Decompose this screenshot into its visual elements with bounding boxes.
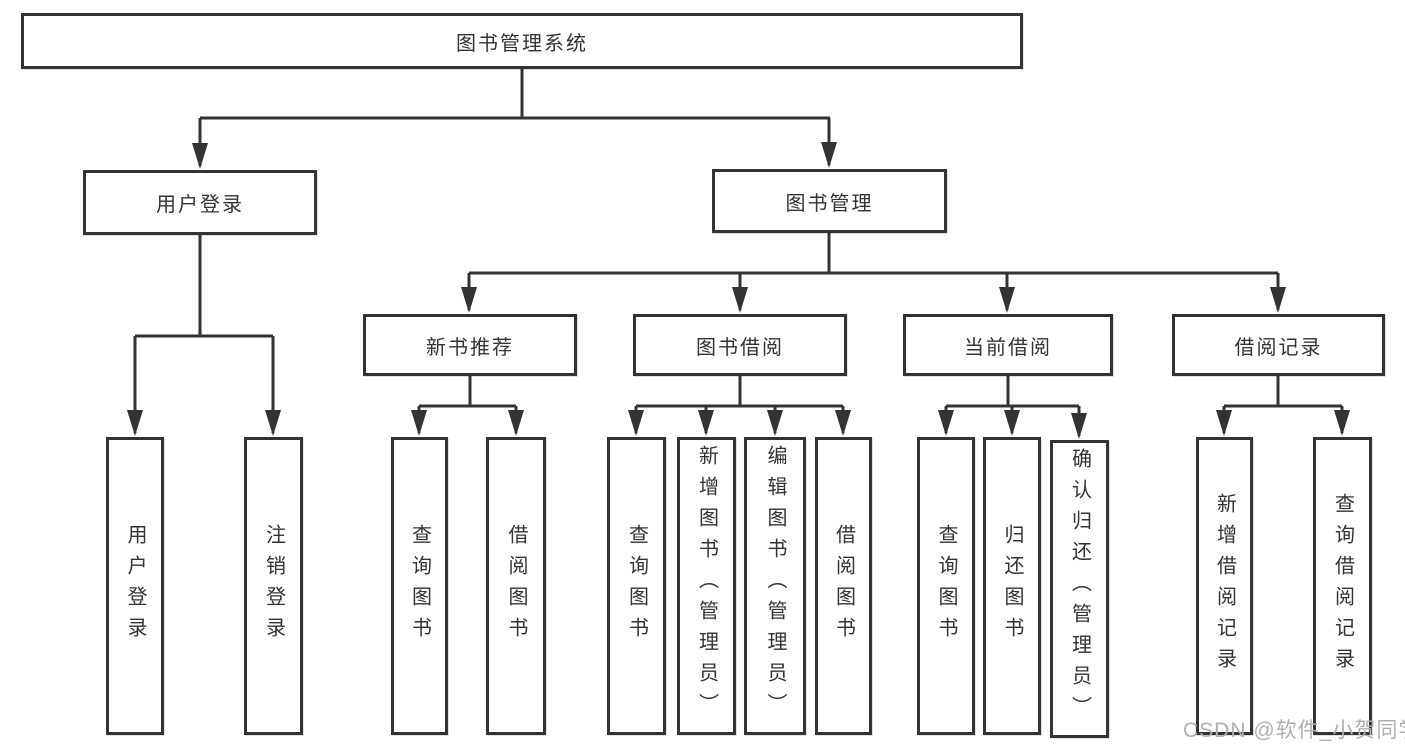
node-borrowing-records: 借阅记录: [1172, 314, 1385, 376]
node-new-book-recommendation: 新书推荐: [363, 314, 577, 376]
node-label: 当前借阅: [964, 336, 1052, 359]
leaf-label: 新增图书（管理员）: [695, 445, 718, 724]
leaf-label: 查询图书: [935, 524, 957, 648]
node-current-borrowing: 当前借阅: [903, 314, 1113, 376]
connector-user-login-leaves: [127, 235, 281, 436]
leaf-label: 用户登录: [124, 524, 146, 648]
node-label: 新书推荐: [426, 336, 514, 359]
leaf-confirm-return-admin: 确认归还（管理员）: [1050, 440, 1109, 738]
leaf-query-books-newbook: 查询图书: [391, 437, 448, 735]
leaf-label: 注销登录: [262, 524, 285, 648]
leaf-query-borrow-record: 查询借阅记录: [1313, 437, 1372, 735]
leaf-label: 查询借阅记录: [1331, 493, 1354, 679]
connector-borrow-record-leaves: [1216, 376, 1350, 436]
leaf-add-books-admin: 新增图书（管理员）: [677, 437, 736, 735]
connector-current-borrow-leaves: [938, 376, 1087, 439]
leaf-label: 归还图书: [1001, 524, 1023, 648]
leaf-label: 新增借阅记录: [1213, 493, 1236, 679]
node-library-management-system: 图书管理系统: [21, 13, 1023, 69]
connector-book-mgmt-to-level3: [461, 233, 1286, 313]
leaf-borrow-books-newbook: 借阅图书: [486, 437, 546, 735]
connector-root-to-branches: [192, 69, 837, 169]
node-label: 用户登录: [156, 194, 244, 216]
leaf-edit-books-admin: 编辑图书（管理员）: [744, 437, 806, 735]
node-label: 图书管理系统: [456, 32, 588, 55]
node-book-borrowing: 图书借阅: [633, 314, 847, 376]
leaf-label: 查询图书: [408, 524, 431, 648]
leaf-logout-login: 注销登录: [244, 437, 303, 735]
csdn-watermark: CSDN @软件_小贺同学: [1183, 719, 1405, 742]
leaf-add-borrow-record: 新增借阅记录: [1196, 437, 1253, 735]
connector-book-borrow-leaves: [628, 376, 851, 436]
node-label: 图书借阅: [696, 336, 784, 359]
leaf-label: 借阅图书: [832, 524, 855, 648]
leaf-borrow-books-borrowing: 借阅图书: [815, 437, 872, 735]
node-label: 借阅记录: [1234, 336, 1323, 359]
leaf-label: 确认归还（管理员）: [1068, 448, 1091, 727]
leaf-label: 查询图书: [625, 524, 648, 648]
leaf-user-login: 用户登录: [106, 437, 164, 735]
leaf-return-books: 归还图书: [983, 437, 1041, 735]
connector-new-book-leaves: [411, 376, 524, 436]
node-label: 图书管理: [785, 192, 874, 215]
leaf-query-books-current: 查询图书: [917, 437, 975, 735]
leaf-label: 编辑图书（管理员）: [764, 445, 786, 724]
leaf-label: 借阅图书: [505, 524, 527, 648]
node-user-login: 用户登录: [83, 170, 317, 235]
node-book-management: 图书管理: [712, 169, 947, 233]
leaf-query-books-borrowing: 查询图书: [607, 437, 666, 735]
